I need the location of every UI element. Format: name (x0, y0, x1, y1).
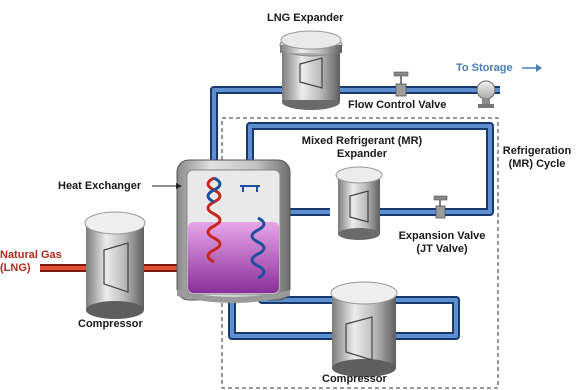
to-storage-label: To Storage (456, 62, 513, 74)
compressor-left-label: Compressor (78, 318, 143, 330)
spray-nozzle (240, 185, 260, 192)
natural-gas-label-line2: (LNG) (0, 262, 31, 274)
expansion-valve-label-line2: (JT Valve) (416, 243, 468, 255)
coil-red (206, 176, 222, 264)
refrigeration-cycle-label-line2: (MR) Cycle (508, 158, 566, 170)
valve-icon (433, 195, 448, 219)
outlet-fitting-icon (476, 80, 496, 108)
expansion-valve-label: Expansion Valve (JT Valve) (390, 230, 494, 256)
compressor-left (84, 211, 146, 319)
heat-exchanger-pointer (152, 183, 182, 189)
compressor-bottom (330, 281, 398, 377)
coil-blue (206, 176, 266, 280)
expansion-valve-label-line1: Expansion Valve (398, 230, 486, 242)
natural-gas-label: Natural Gas (LNG) (0, 249, 62, 275)
mr-expander (335, 166, 383, 240)
mr-expander-label-line2: Expander (336, 148, 388, 160)
refrigeration-cycle-label: Refrigeration (MR) Cycle (497, 145, 577, 171)
compressor-bottom-label: Compressor (322, 373, 387, 385)
valve-icon (393, 71, 409, 97)
mr-expander-label: Mixed Refrigerant (MR) Expander (282, 135, 442, 161)
refrigeration-cycle-label-line1: Refrigeration (502, 145, 572, 157)
heat-exchanger (176, 159, 291, 303)
arrow-right-icon (522, 64, 542, 72)
heat-exchanger-label: Heat Exchanger (58, 180, 142, 192)
flow-control-valve-label: Flow Control Valve (348, 99, 447, 111)
mr-lower-pipe (228, 262, 460, 340)
mr-expander-label-line1: Mixed Refrigerant (MR) (301, 135, 423, 147)
lng-expander-label: LNG Expander (267, 12, 344, 24)
lng-expander (279, 30, 343, 110)
natural-gas-label-line1: Natural Gas (0, 249, 62, 261)
lng-pipe (210, 86, 500, 170)
